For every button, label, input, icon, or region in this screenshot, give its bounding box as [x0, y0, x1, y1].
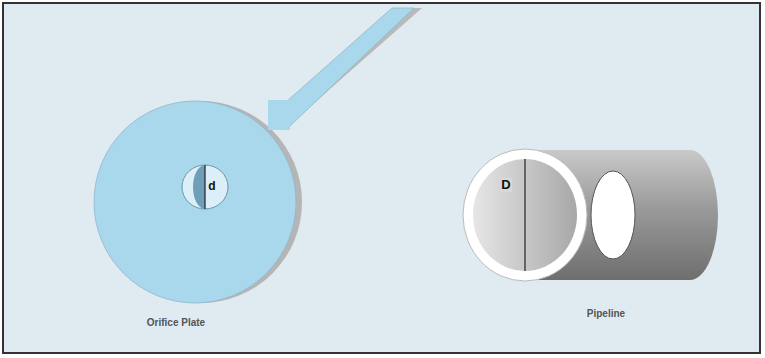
pipe-rim	[463, 149, 587, 281]
frame	[3, 3, 760, 353]
part-name: Pipeline	[586, 308, 626, 319]
diameter-line	[524, 159, 525, 271]
diameter-label: d	[207, 180, 216, 193]
pipe-far-opening	[591, 171, 635, 259]
part-name: Orifice Plate	[146, 317, 206, 328]
orifice-plate	[94, 101, 296, 303]
diameter-label: D	[500, 178, 511, 192]
hole-bore	[193, 165, 205, 209]
handle-join	[268, 100, 290, 130]
orifice-hole	[182, 165, 228, 209]
pipe-bore	[473, 159, 577, 271]
diameter-line	[204, 165, 205, 209]
